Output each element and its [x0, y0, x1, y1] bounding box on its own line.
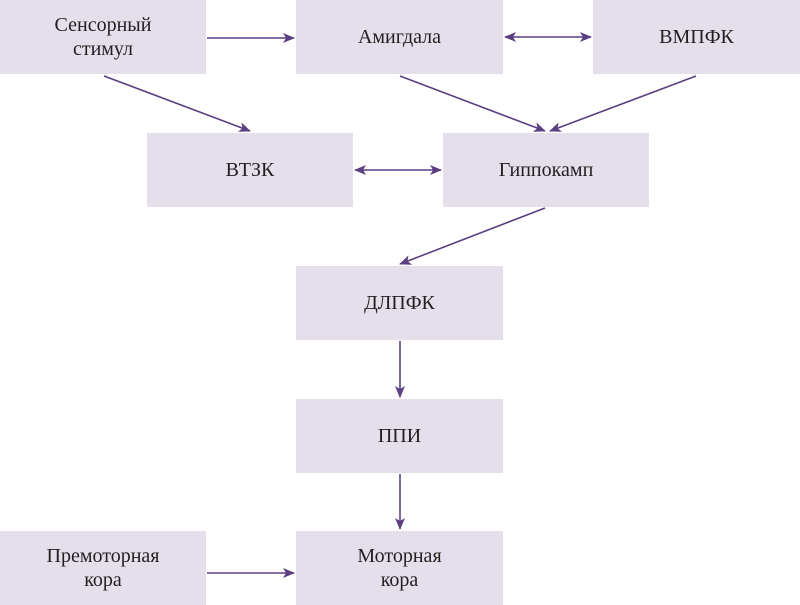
node-ppi-label: ППИ: [377, 425, 422, 447]
node-motor-cortex: Моторная кора: [296, 531, 503, 605]
node-motor-cortex-line1: Моторная: [357, 545, 442, 567]
node-premotor-cortex: Премоторная кора: [0, 531, 206, 605]
node-premotor-cortex-line2: кора: [84, 569, 122, 591]
node-hippocampus-label: Гиппокамп: [498, 159, 594, 181]
edge-sensory-to-vtzk: [103, 75, 251, 132]
node-sensory-stimulus-line1: Сенсорный: [54, 14, 152, 36]
node-motor-cortex-line2: кора: [380, 569, 419, 591]
node-vtzk: ВТЗК: [147, 133, 353, 207]
node-amygdala: Амигдала: [296, 0, 503, 74]
node-vtzk-label: ВТЗК: [225, 159, 275, 181]
node-hippocampus: Гиппокамп: [443, 133, 649, 207]
edge-amygdala-to-hippocampus: [399, 75, 546, 132]
node-vmpfc-label: ВМПФК: [659, 26, 734, 48]
node-premotor-cortex-line1: Премоторная: [46, 545, 160, 567]
node-dlpfc: ДЛПФК: [296, 266, 503, 340]
edge-vmpfc-to-hippocampus: [549, 75, 697, 132]
node-sensory-stimulus: Сенсорный стимул: [0, 0, 206, 74]
node-sensory-stimulus-line2: стимул: [72, 38, 134, 60]
node-ppi: ППИ: [296, 399, 503, 473]
node-amygdala-label: Амигдала: [357, 26, 442, 48]
node-dlpfc-label: ДЛПФК: [364, 292, 435, 314]
node-vmpfc: ВМПФК: [593, 0, 800, 74]
edge-hippocampus-to-dlpfc: [399, 207, 546, 265]
